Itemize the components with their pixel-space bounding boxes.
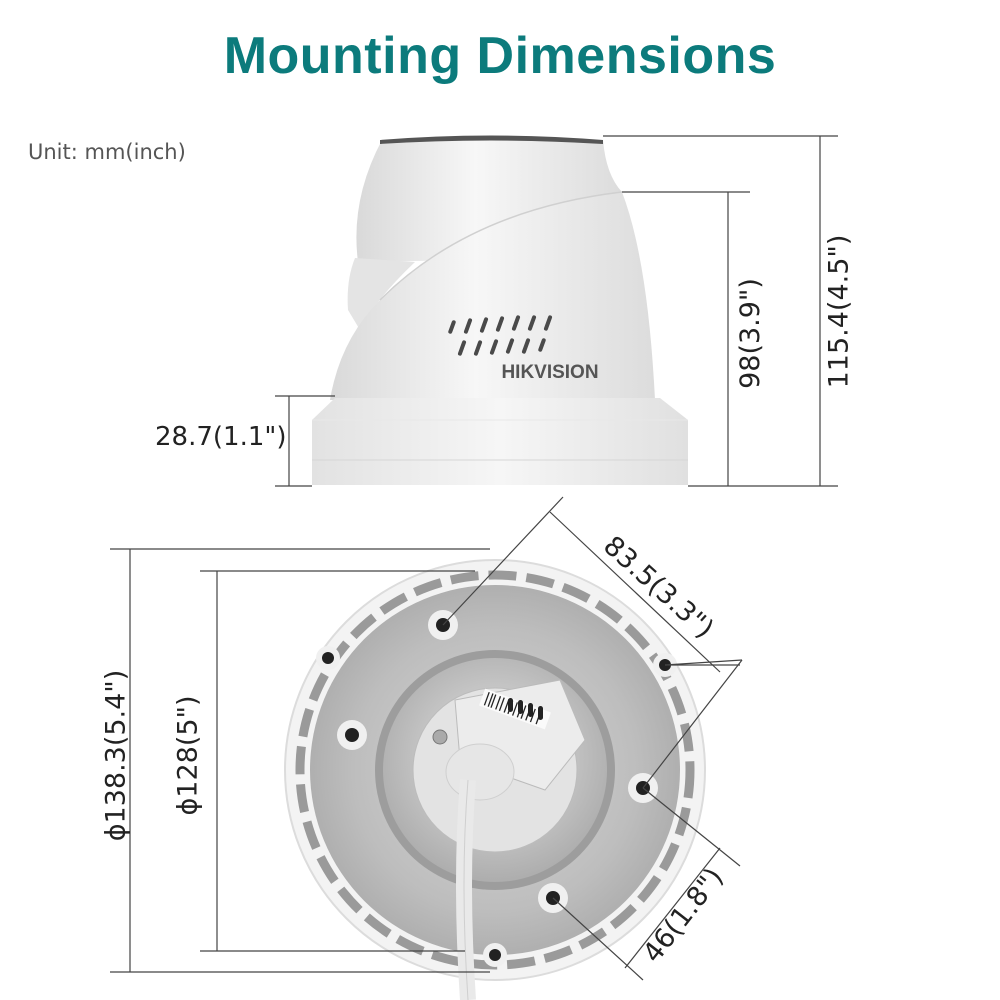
bottom-dimension-lines: [110, 496, 743, 981]
camera-bottom-view: [284, 559, 706, 1000]
side-dimension-lines: [275, 135, 838, 487]
vent-slots: [448, 315, 553, 356]
camera-side-view: HIKVISION: [312, 135, 688, 485]
unit-label: Unit: mm(inch): [28, 140, 186, 164]
connector-slots: [508, 698, 543, 720]
dim-base-height: 28.7(1.1"): [155, 422, 287, 452]
dim-body-height: 98(3.9"): [734, 278, 766, 389]
mounting-holes: [316, 610, 677, 967]
dim-inner-diameter: ϕ128(5"): [172, 695, 204, 816]
dim-outer-diameter: ϕ138.3(5.4"): [100, 669, 132, 842]
dim-total-height: 115.4(4.5"): [823, 234, 855, 389]
brand-logo-mirrored: HIKVISION: [501, 362, 598, 383]
page-title: Mounting Dimensions: [223, 27, 777, 85]
